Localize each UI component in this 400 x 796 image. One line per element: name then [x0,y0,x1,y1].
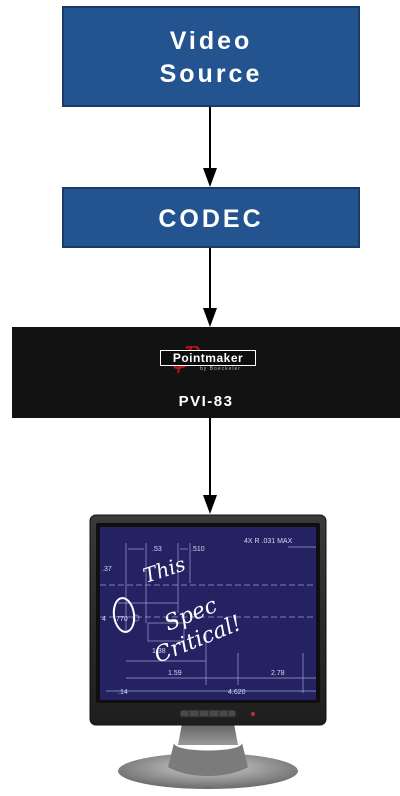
dim-14: .14 [118,689,128,696]
pvi-device-panel: Pointmaker by Boeckeler PVI-83 [12,327,400,418]
dim-4: 4 [102,616,106,623]
dim-159: 1.59 [168,670,182,677]
dim-278: 2.78 [271,670,285,677]
monitor-screen: .53 .510 4X R .031 MAX .37 4 .770 1.38 1… [100,527,316,700]
monitor-buttons [179,709,255,718]
codec-box: CODEC [62,187,360,248]
dim-radius-note: 4X R .031 MAX [244,538,293,545]
pointmaker-byline: by Boeckeler [200,366,241,372]
video-source-box: Video Source [62,6,360,107]
dim-770: .770 [114,616,128,623]
dim-510: .510 [191,546,205,553]
video-source-label-line1: Video [169,27,253,55]
pointmaker-logo: Pointmaker by Boeckeler [156,346,258,374]
dim-53: .53 [152,546,162,553]
codec-label: CODEC [158,205,264,233]
pointmaker-wordmark: Pointmaker [160,350,256,366]
monitor-illustration: .53 .510 4X R .031 MAX .37 4 .770 1.38 1… [89,514,327,789]
dim-37: .37 [102,566,112,573]
dim-4620: 4.620 [228,689,246,696]
pvi-model-label: PVI-83 [178,393,234,410]
video-source-label-line2: Source [159,60,263,88]
monitor-stand [118,718,298,789]
dim-138: 1.38 [152,648,166,655]
